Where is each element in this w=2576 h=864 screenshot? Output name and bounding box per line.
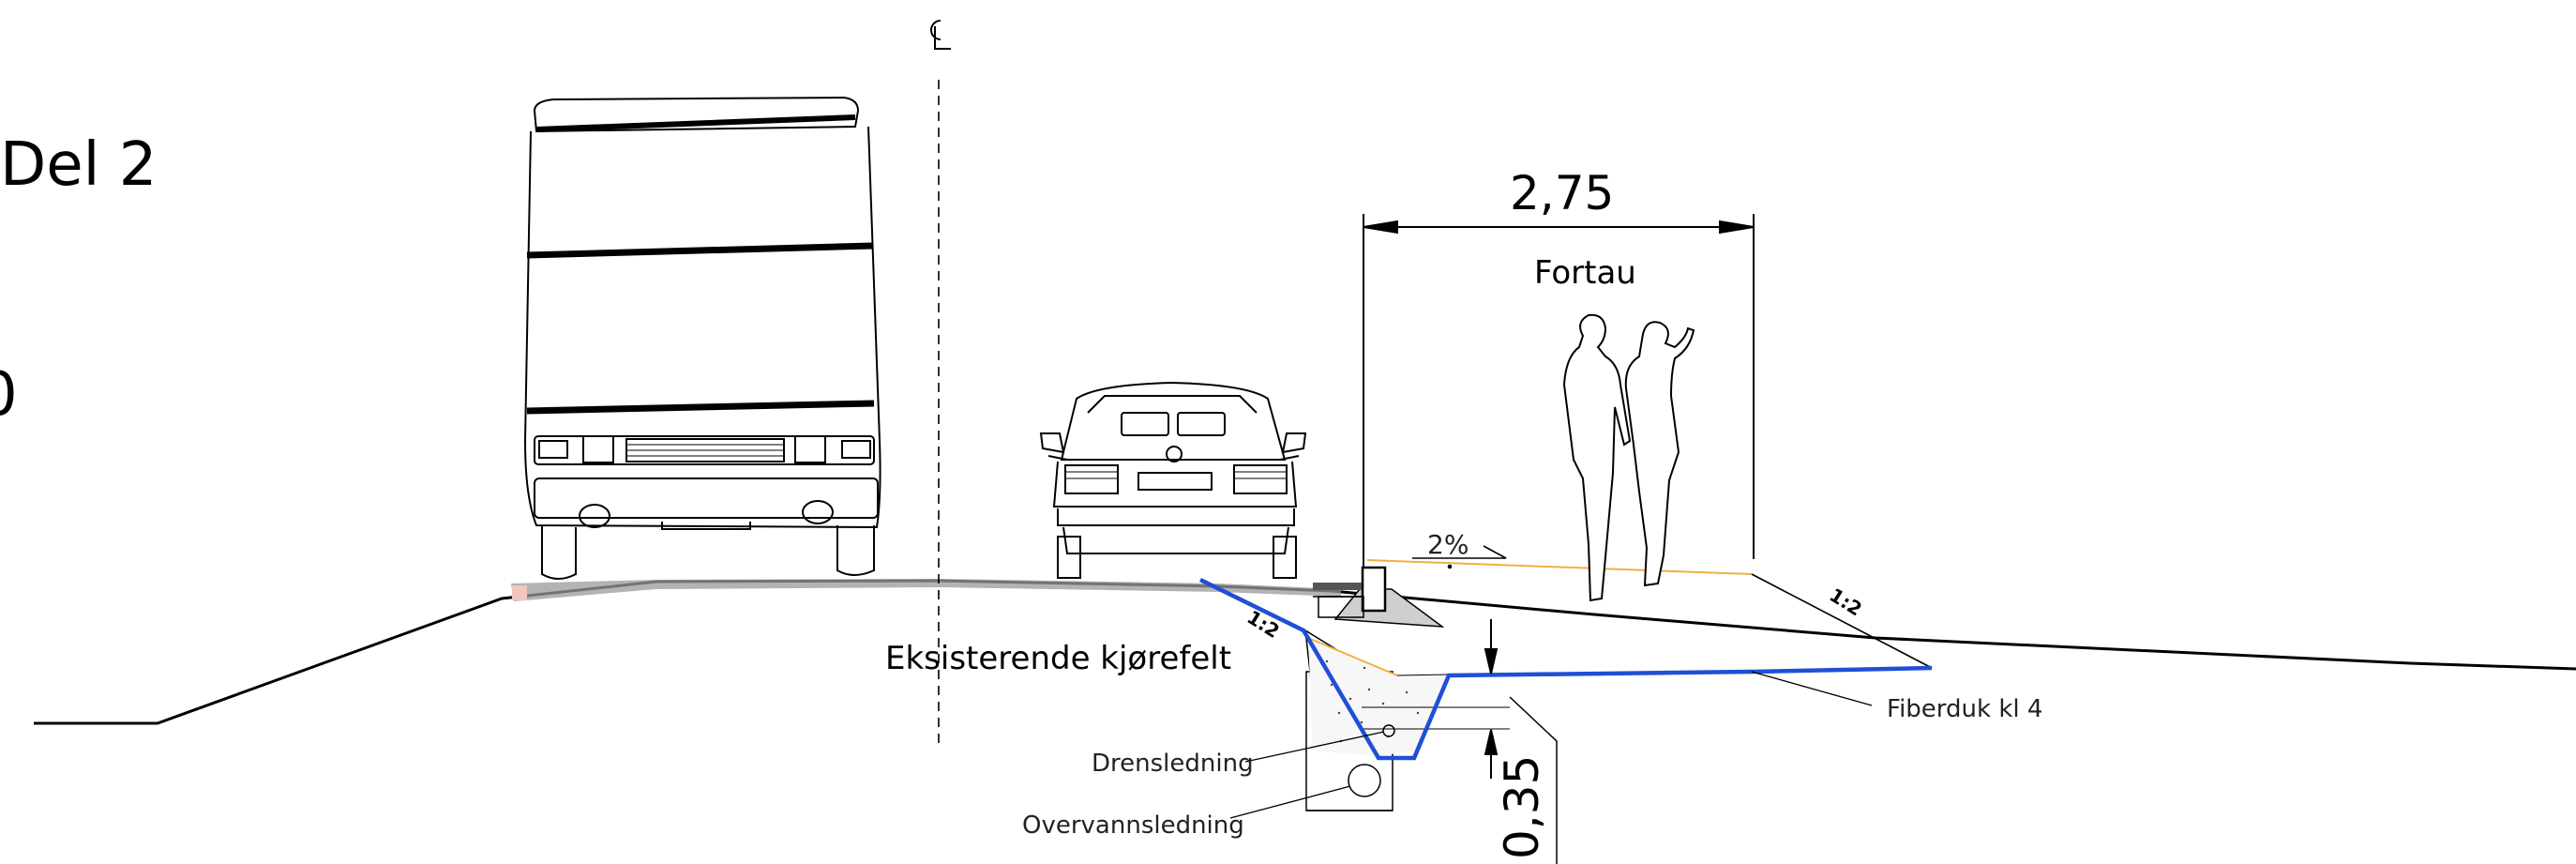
slope-right-label: 1:2: [1826, 584, 1866, 620]
centerline-symbol: [930, 20, 951, 50]
bus-icon: [523, 96, 881, 580]
asphalt-layer: [511, 579, 1341, 601]
pedestrians-icon: [1562, 313, 1695, 602]
depth-dimension: [1484, 619, 1499, 779]
width-dimension: [1363, 214, 1755, 568]
crossfall-label: 2%: [1427, 529, 1469, 560]
drain-pipe-symbol: [1382, 724, 1395, 737]
existing-lane-label: Eksisterende kjørefelt: [885, 640, 1231, 677]
slope-left-label: 1:2: [1243, 606, 1284, 643]
curb-patch: [512, 585, 527, 600]
terrain-line: [34, 579, 2576, 725]
car-icon: [1039, 381, 1307, 579]
crossfall-arrow: [1412, 545, 1507, 569]
stormwater-pipe-label: Overvannsledning: [1022, 811, 1244, 840]
drain-pipe-label: Drensledning: [1092, 750, 1254, 778]
trench: [1304, 629, 1558, 864]
sidewalk-label: Fortau: [1534, 254, 1636, 292]
stormwater-pipe-symbol: [1348, 764, 1381, 797]
curb: [1313, 566, 1445, 628]
clipped-digit: 0: [0, 360, 18, 430]
trench-depth-label: 0,35: [1495, 755, 1549, 859]
fabric-label: Fiberduk kl 4: [1887, 695, 2042, 723]
sidewalk-surface: [1366, 559, 1753, 575]
part-title: Del 2: [0, 130, 158, 200]
sidewalk-width-label: 2,75: [1510, 166, 1614, 220]
leader-lines: [1229, 671, 1873, 819]
